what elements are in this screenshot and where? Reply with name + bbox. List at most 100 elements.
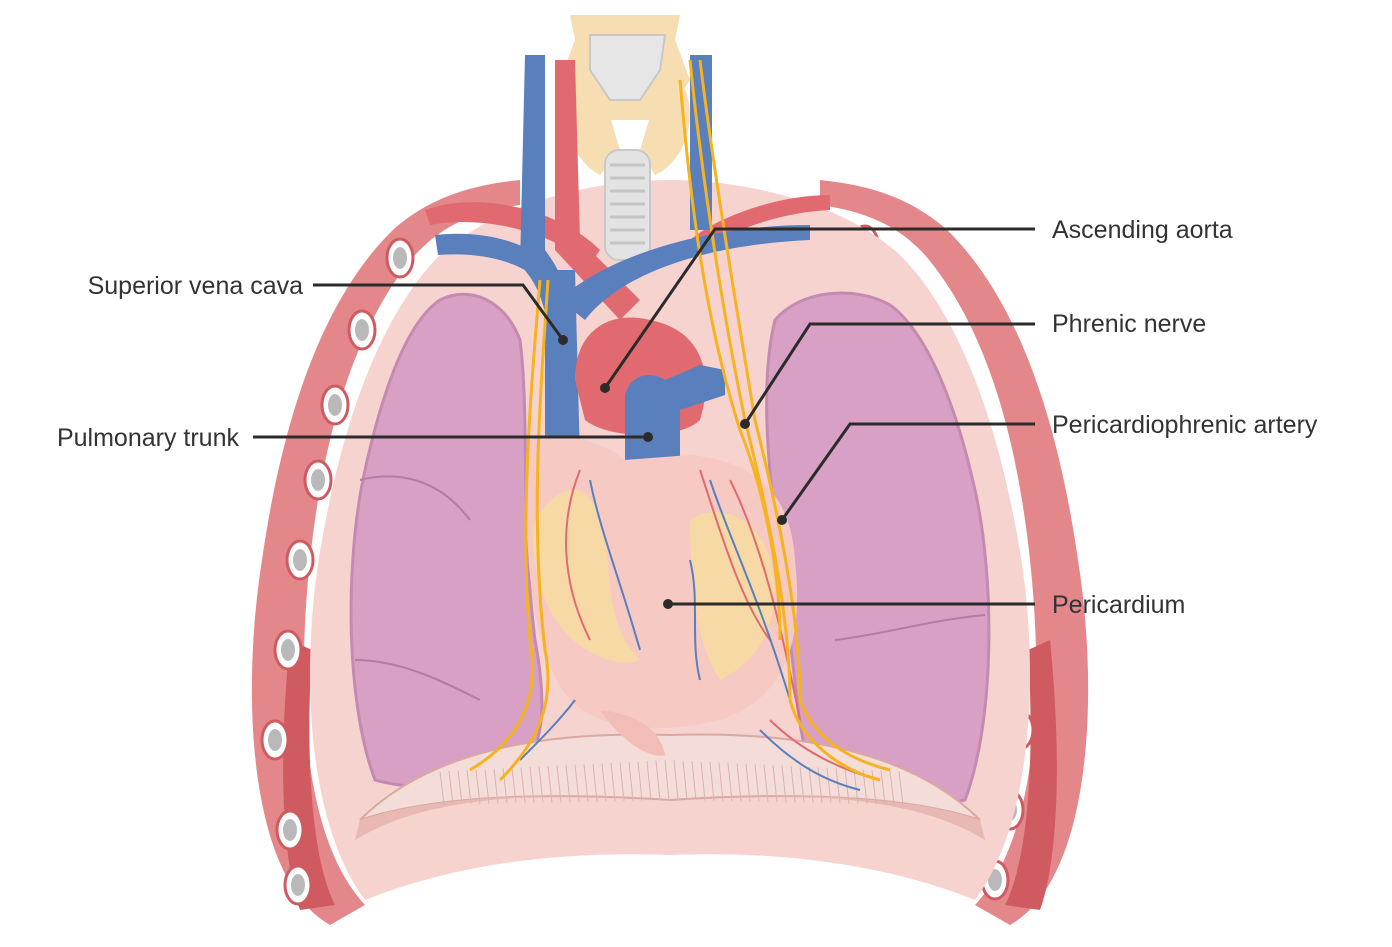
rib-marrow xyxy=(281,639,295,661)
diaphragm-striation xyxy=(646,761,652,801)
brachiocephalic-vein-left xyxy=(435,233,545,280)
rib-marrow xyxy=(293,549,307,571)
diaphragm-striation xyxy=(619,762,625,802)
diaphragm-striation xyxy=(763,764,769,802)
rib-marrow xyxy=(291,874,305,896)
diaphragm-striation xyxy=(709,761,715,801)
superior-vena-cava-vessel xyxy=(545,270,580,460)
left-lung-fissure xyxy=(359,475,471,521)
diaphragm-striation xyxy=(898,771,904,805)
leader-lines xyxy=(253,227,1035,606)
right-lung-fissure xyxy=(834,614,986,641)
diaphragm-striation xyxy=(853,769,859,804)
diaphragm-striation xyxy=(628,761,634,801)
diaphragm-striation xyxy=(700,761,706,801)
diaphragm-striation xyxy=(592,763,598,802)
dot-phrenic-nerve xyxy=(740,419,750,429)
pericardial-fat-left xyxy=(533,490,640,663)
diaphragm-striation xyxy=(475,769,481,804)
diaphragm-striation xyxy=(610,762,616,802)
diaphragm-striation xyxy=(574,764,580,802)
pericardium-apex xyxy=(600,710,665,756)
diaphragm-striation xyxy=(511,767,517,804)
dot-pericardium xyxy=(663,599,673,609)
brachiocephalic-vein-right xyxy=(560,225,810,320)
diaphragm-striation xyxy=(637,761,643,801)
pericardial-vessels xyxy=(519,469,881,791)
diaphragm xyxy=(355,733,985,840)
diaphragm-striation xyxy=(772,765,778,803)
leader-pericardiophrenic-artery xyxy=(780,422,1035,521)
left-chest-wall xyxy=(251,180,520,925)
diaphragm-striation xyxy=(682,760,688,801)
diaphragm-striation xyxy=(520,767,526,804)
label-pericardium: Pericardium xyxy=(1052,591,1185,619)
thyroid-left-lobe xyxy=(565,80,620,175)
diaphragm-striation xyxy=(781,765,787,803)
dot-ascending-aorta xyxy=(600,383,610,393)
diaphragm-striation xyxy=(835,768,841,804)
diaphragm-striation xyxy=(718,762,724,802)
label-ascending-aorta: Ascending aorta xyxy=(1052,216,1233,244)
thyroid-right-lobe xyxy=(640,80,690,175)
dot-pulmonary-trunk xyxy=(643,432,653,442)
diaphragm-striation xyxy=(808,766,814,803)
larynx xyxy=(589,34,667,101)
subclavian-artery-left xyxy=(425,202,600,265)
diaphragm-striation xyxy=(529,766,535,803)
rib-marrow xyxy=(283,819,297,841)
diaphragm-striation xyxy=(664,760,670,801)
diaphragm-striation xyxy=(493,768,499,804)
diaphragm-striation xyxy=(484,769,490,804)
diaphragm-striation xyxy=(457,770,463,805)
right-wall-inner xyxy=(1005,640,1057,910)
trachea-rings xyxy=(610,163,645,245)
leader-phrenic-nerve xyxy=(743,322,1035,425)
diaphragm-striation xyxy=(601,763,607,802)
rib-marrow xyxy=(328,394,342,416)
left-lung-fissure-lower xyxy=(354,659,481,701)
diaphragm-striation xyxy=(565,765,571,803)
diaphragm-striation xyxy=(826,767,832,804)
rib-marrow xyxy=(268,729,282,751)
pulmonary-trunk-vessel xyxy=(625,365,725,475)
diaphragm-striation xyxy=(556,765,562,803)
pericardial-fat-right xyxy=(690,512,775,680)
diaphragm-striation xyxy=(889,770,895,805)
diaphragm-striation xyxy=(880,770,886,805)
subclavian-artery-right xyxy=(690,195,830,255)
neck-structures xyxy=(560,15,690,261)
rib-marrow xyxy=(393,247,407,269)
diaphragm-striation xyxy=(448,770,454,805)
dot-pericardiophrenic-artery xyxy=(777,515,787,525)
rib-marrow xyxy=(311,469,325,491)
labels: Superior vena cava Pulmonary trunk Ascen… xyxy=(57,216,1318,619)
label-phrenic-nerve: Phrenic nerve xyxy=(1052,310,1206,338)
diaphragm-striation xyxy=(538,766,544,803)
pericardium-sac xyxy=(526,436,798,756)
lungs xyxy=(349,291,991,806)
label-pulmonary-trunk: Pulmonary trunk xyxy=(57,424,240,452)
diaphragm-striation xyxy=(673,760,679,801)
diaphragm-striation xyxy=(736,763,742,802)
diaphragm-striation xyxy=(583,764,589,802)
rib-marrow xyxy=(355,319,369,341)
diaphragm-striation xyxy=(691,761,697,801)
diaphragm-striation xyxy=(754,764,760,802)
left-common-carotid xyxy=(555,60,640,320)
great-vessels xyxy=(425,55,830,475)
diaphragm-striation xyxy=(745,763,751,802)
diaphragm-striation xyxy=(547,766,553,803)
leader-superior-vena-cava xyxy=(313,283,565,341)
diaphragm-striation xyxy=(466,770,472,805)
phrenic-nerves xyxy=(469,59,891,782)
leader-ascending-aorta xyxy=(603,227,1035,389)
diaphragm-striation xyxy=(790,765,796,803)
diaphragm-striation xyxy=(871,770,877,805)
dot-superior-vena-cava xyxy=(558,335,568,345)
label-superior-vena-cava: Superior vena cava xyxy=(88,272,304,300)
label-pericardiophrenic-artery: Pericardiophrenic artery xyxy=(1052,411,1318,439)
diaphragm-striation xyxy=(727,762,733,802)
rib-marrow xyxy=(988,869,1002,891)
